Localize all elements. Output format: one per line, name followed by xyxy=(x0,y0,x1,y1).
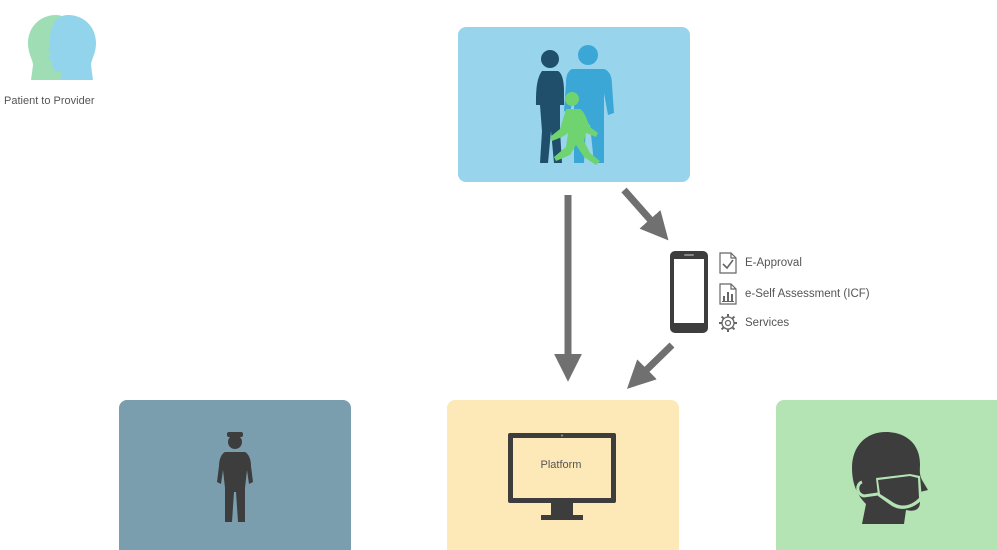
family-silhouette-icon xyxy=(536,45,614,165)
monitor-icon xyxy=(508,433,616,520)
app-feature-label: e-Self Assessment (ICF) xyxy=(745,288,870,300)
document-check-icon xyxy=(718,252,738,274)
smartphone-icon[interactable] xyxy=(669,250,709,334)
family-node[interactable] xyxy=(458,27,690,182)
app-feature-e-approval[interactable]: E-Approval xyxy=(718,252,802,274)
gear-icon xyxy=(718,312,738,334)
doctor-node[interactable] xyxy=(119,400,351,550)
arrow-family-to-mobile xyxy=(621,187,669,241)
two-overlapping-heads-icon xyxy=(28,15,96,80)
doctor-silhouette-icon xyxy=(217,432,253,522)
logo-label: Patient to Provider xyxy=(4,95,95,107)
patient-node[interactable] xyxy=(776,400,997,550)
app-feature-e-self-assessment[interactable]: e-Self Assessment (ICF) xyxy=(718,283,870,305)
platform-node[interactable] xyxy=(447,400,679,550)
app-feature-label: E-Approval xyxy=(745,257,802,269)
app-feature-services[interactable]: Services xyxy=(718,312,789,334)
document-chart-icon xyxy=(718,283,738,305)
masked-head-icon xyxy=(852,432,928,524)
app-feature-label: Services xyxy=(745,317,790,329)
arrow-mobile-to-platform xyxy=(626,342,675,389)
platform-label: Platform xyxy=(540,459,582,471)
